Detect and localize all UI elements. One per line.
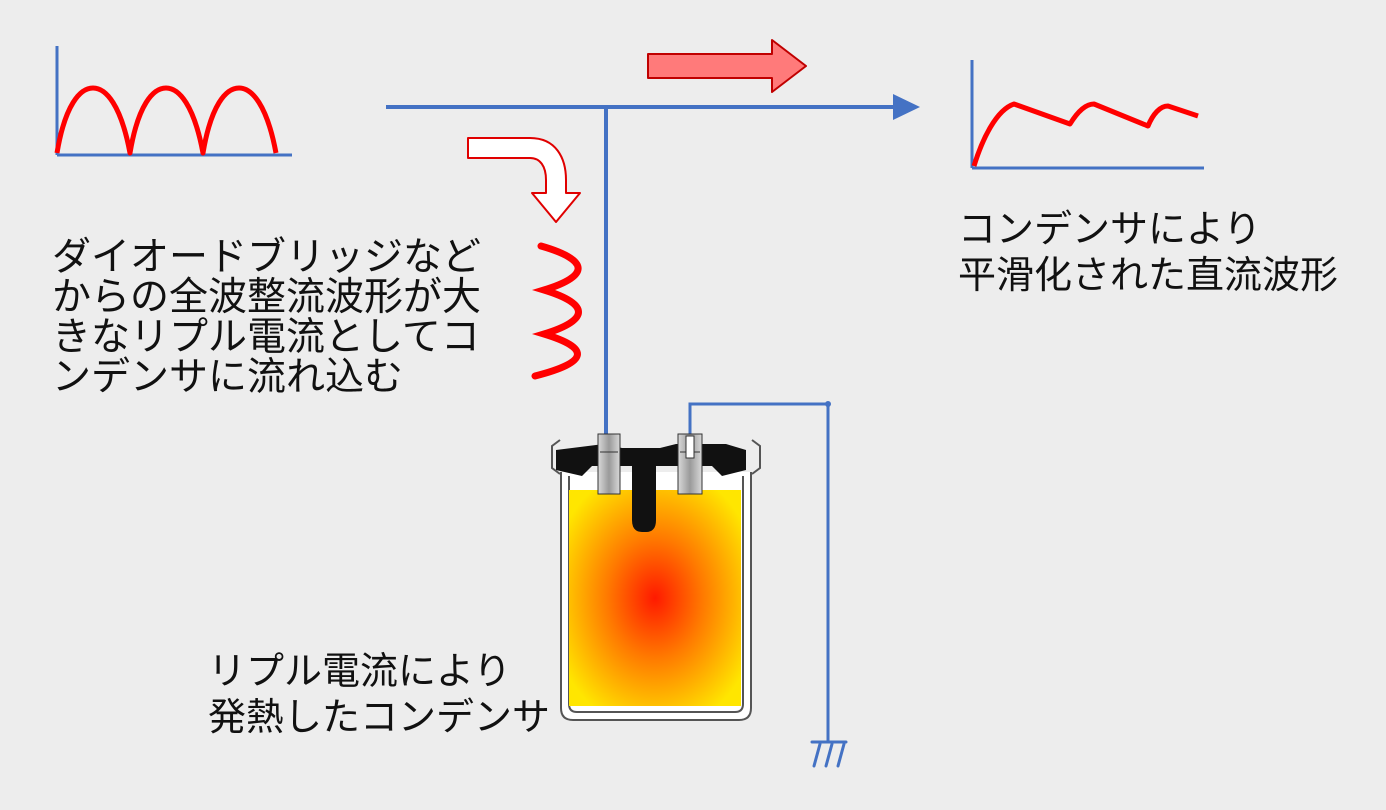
output-waveform-graph — [970, 60, 1204, 170]
capacitor-rim-right — [751, 439, 761, 475]
input-ripple-description: ダイオードブリッジなど からの全波整流波形が大 きなリプル電流としてコ ンデンサ… — [52, 238, 481, 398]
curved-arrow-down-icon — [467, 137, 581, 223]
input-waveform-graph — [54, 46, 292, 157]
full-wave-rectified-curve — [54, 85, 279, 156]
output-description-line-1: コンデンサにより — [958, 207, 1262, 251]
ground-return-wire — [688, 402, 830, 742]
capacitor-description-line-1: リプル電流により — [208, 649, 512, 693]
smoothed-dc-curve — [971, 101, 1199, 167]
input-description-line-1: ダイオードブリッジなど — [52, 235, 482, 280]
output-dc-description: コンデンサにより 平滑化された直流波形 — [958, 206, 1338, 298]
circuit-wiring — [386, 94, 920, 742]
ripple-wave-icon — [531, 242, 582, 380]
input-description-line-3: きなリプル電流としてコ — [52, 315, 480, 360]
wire-junction-dot — [825, 401, 831, 407]
bus-arrowhead-icon — [893, 94, 920, 120]
ground-symbol-icon — [810, 740, 848, 768]
output-description-line-2: 平滑化された直流波形 — [958, 253, 1339, 297]
electrolytic-capacitor-cutaway-icon — [551, 433, 761, 721]
capacitor-description-line-2: 発熱したコンデンサ — [208, 695, 551, 739]
capacitor-rim-left — [551, 439, 561, 475]
terminal-tab-positive — [597, 433, 621, 495]
input-description-line-4: ンデンサに流れ込む — [52, 355, 404, 400]
arrow-right-icon — [647, 39, 807, 93]
capacitor-heat-description: リプル電流により 発熱したコンデンサ — [208, 648, 550, 740]
input-description-line-2: からの全波整流波形が大 — [52, 275, 482, 320]
